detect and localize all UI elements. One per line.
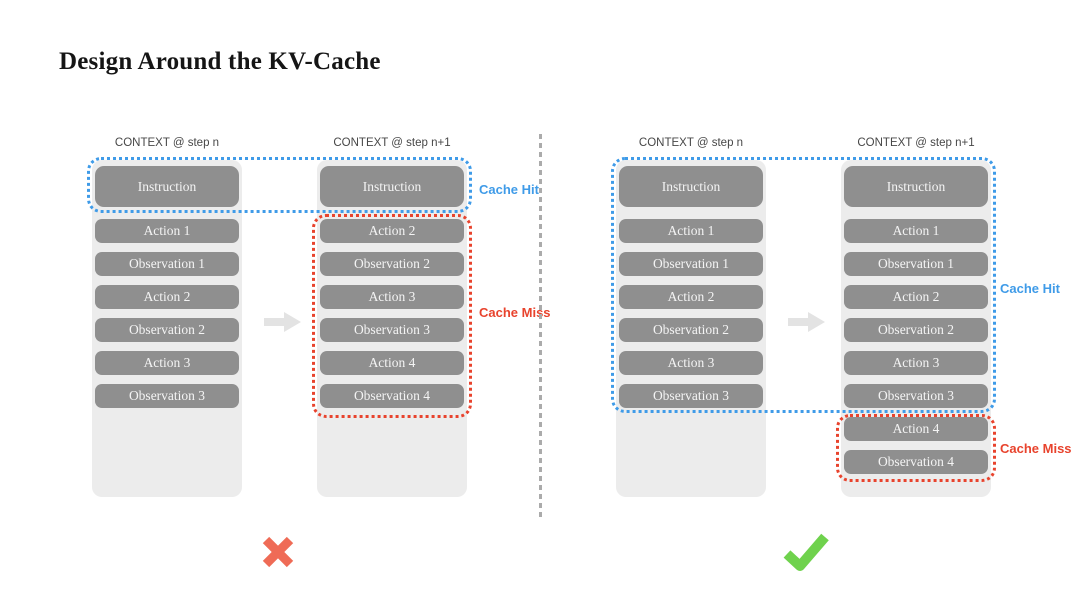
context-block-observation-1: Observation 1 <box>844 252 988 276</box>
context-block-instruction: Instruction <box>95 166 239 207</box>
cache-hit-label: Cache Hit <box>479 182 539 197</box>
context-block-action-3: Action 3 <box>95 351 239 375</box>
context-block-action-3: Action 3 <box>844 351 988 375</box>
context-block-instruction: Instruction <box>844 166 988 207</box>
context-block-action-2: Action 2 <box>95 285 239 309</box>
context-step-n-header: CONTEXT @ step n <box>638 137 744 149</box>
check-icon <box>783 531 829 578</box>
context-block-action-2: Action 2 <box>844 285 988 309</box>
context-block-observation-2: Observation 2 <box>320 252 464 276</box>
context-block-action-1: Action 1 <box>95 219 239 243</box>
context-block-instruction: Instruction <box>619 166 763 207</box>
context-block-observation-2: Observation 2 <box>844 318 988 342</box>
cache-miss-label: Cache Miss <box>1000 441 1072 456</box>
context-column-step-n: Instruction Action 1 Observation 1 Actio… <box>92 160 242 497</box>
context-block-observation-2: Observation 2 <box>619 318 763 342</box>
context-column-step-n1: Instruction Action 1 Observation 1 Actio… <box>841 160 991 497</box>
context-block-observation-4: Observation 4 <box>844 450 988 474</box>
context-block-observation-1: Observation 1 <box>95 252 239 276</box>
context-column-step-n1: Instruction Action 2 Observation 2 Actio… <box>317 160 467 497</box>
context-step-n1-header: CONTEXT @ step n+1 <box>857 137 975 149</box>
context-block-instruction: Instruction <box>320 166 464 207</box>
context-block-action-4: Action 4 <box>844 417 988 441</box>
context-block-action-3: Action 3 <box>320 285 464 309</box>
context-block-observation-3: Observation 3 <box>95 384 239 408</box>
context-step-n1-header: CONTEXT @ step n+1 <box>333 137 451 149</box>
context-block-observation-4: Observation 4 <box>320 384 464 408</box>
context-block-observation-2: Observation 2 <box>95 318 239 342</box>
context-block-observation-1: Observation 1 <box>619 252 763 276</box>
context-block-action-1: Action 1 <box>844 219 988 243</box>
context-block-action-3: Action 3 <box>619 351 763 375</box>
cache-hit-label: Cache Hit <box>1000 281 1060 296</box>
step-transition-arrow-icon <box>788 311 826 338</box>
context-block-action-2: Action 2 <box>320 219 464 243</box>
context-block-observation-3: Observation 3 <box>320 318 464 342</box>
step-transition-arrow-icon <box>264 311 302 338</box>
context-block-action-1: Action 1 <box>619 219 763 243</box>
vertical-divider <box>539 134 542 520</box>
context-column-step-n: Instruction Action 1 Observation 1 Actio… <box>616 160 766 497</box>
context-block-action-2: Action 2 <box>619 285 763 309</box>
context-step-n-header: CONTEXT @ step n <box>114 137 220 149</box>
context-block-observation-3: Observation 3 <box>619 384 763 408</box>
context-block-action-4: Action 4 <box>320 351 464 375</box>
page-title: Design Around the KV-Cache <box>59 48 381 75</box>
context-block-observation-3: Observation 3 <box>844 384 988 408</box>
cache-miss-label: Cache Miss <box>479 305 551 320</box>
cross-icon <box>261 535 295 574</box>
